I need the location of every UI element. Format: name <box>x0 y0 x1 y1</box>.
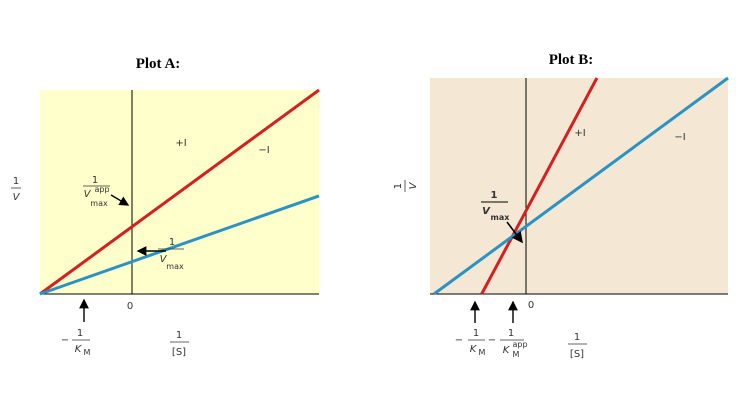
plot-a-title: Plot A: <box>136 56 181 72</box>
svg-text:1: 1 <box>92 175 98 186</box>
svg-text:−: − <box>455 335 463 346</box>
svg-text:max: max <box>166 262 184 271</box>
plot-b-series-minus-i-line <box>433 76 729 296</box>
svg-text:K: K <box>503 345 511 356</box>
svg-text:app: app <box>512 340 527 349</box>
svg-text:1: 1 <box>473 328 479 339</box>
svg-text:V: V <box>13 192 21 203</box>
plot-a-series-plus-i-label: +I <box>175 138 186 149</box>
plot-b-annotation-km: − 1 K M <box>455 300 486 357</box>
plot-a-series-minus-i-line <box>39 194 320 296</box>
plot-a-annotation-vmax-app: 1 V app max <box>83 175 130 208</box>
svg-text:−: − <box>61 335 69 346</box>
plot-b: Plot B: +I −I 0 1 V 1 [S] 1 V max <box>393 52 729 360</box>
svg-text:−: − <box>488 335 496 346</box>
plot-a-annotation-vmax: 1 V max <box>136 237 184 271</box>
svg-text:V: V <box>408 181 419 189</box>
svg-text:V: V <box>160 254 168 265</box>
plot-a-series-minus-i-label: −I <box>258 145 269 156</box>
svg-text:1: 1 <box>169 237 175 248</box>
plot-a-y-label: 1 V <box>11 176 21 203</box>
svg-text:1: 1 <box>508 328 514 339</box>
svg-text:1: 1 <box>574 332 580 343</box>
plot-a: Plot A: +I −I 0 1 V 1 [S] 1 V app max <box>11 56 320 358</box>
plot-b-x-tick-0: 0 <box>528 300 534 311</box>
plot-b-series-minus-i-label: −I <box>674 132 685 143</box>
svg-text:V: V <box>84 189 92 200</box>
svg-text:app: app <box>94 185 109 194</box>
plot-b-x-label: 1 [S] <box>568 332 587 360</box>
svg-text:1: 1 <box>77 328 83 339</box>
plot-a-series-plus-i-line <box>39 88 320 296</box>
svg-text:1: 1 <box>13 176 19 187</box>
svg-text:[S]: [S] <box>172 347 186 358</box>
svg-text:V: V <box>482 206 491 217</box>
svg-text:1: 1 <box>491 190 498 201</box>
plot-b-series-plus-i-label: +I <box>574 128 585 139</box>
plot-a-x-tick-0: 0 <box>127 301 133 312</box>
plot-b-annotation-vmax: 1 V max <box>481 190 523 244</box>
svg-text:K: K <box>75 344 83 355</box>
svg-text:1: 1 <box>393 183 404 189</box>
svg-text:M: M <box>513 350 520 359</box>
svg-text:1: 1 <box>176 330 182 341</box>
plot-a-annotation-km: − 1 K M <box>61 298 91 357</box>
plot-a-x-label: 1 [S] <box>170 330 189 358</box>
plot-b-series-plus-i-line <box>480 77 599 295</box>
plot-b-title: Plot B: <box>549 52 594 68</box>
svg-text:max: max <box>491 213 511 222</box>
svg-text:M: M <box>84 348 91 357</box>
svg-text:K: K <box>470 344 478 355</box>
plot-b-annotation-km-app: − 1 K app M <box>488 300 528 359</box>
plot-b-y-label: 1 V <box>393 180 419 192</box>
svg-text:[S]: [S] <box>570 349 584 360</box>
svg-text:max: max <box>90 199 108 208</box>
svg-text:M: M <box>479 348 486 357</box>
